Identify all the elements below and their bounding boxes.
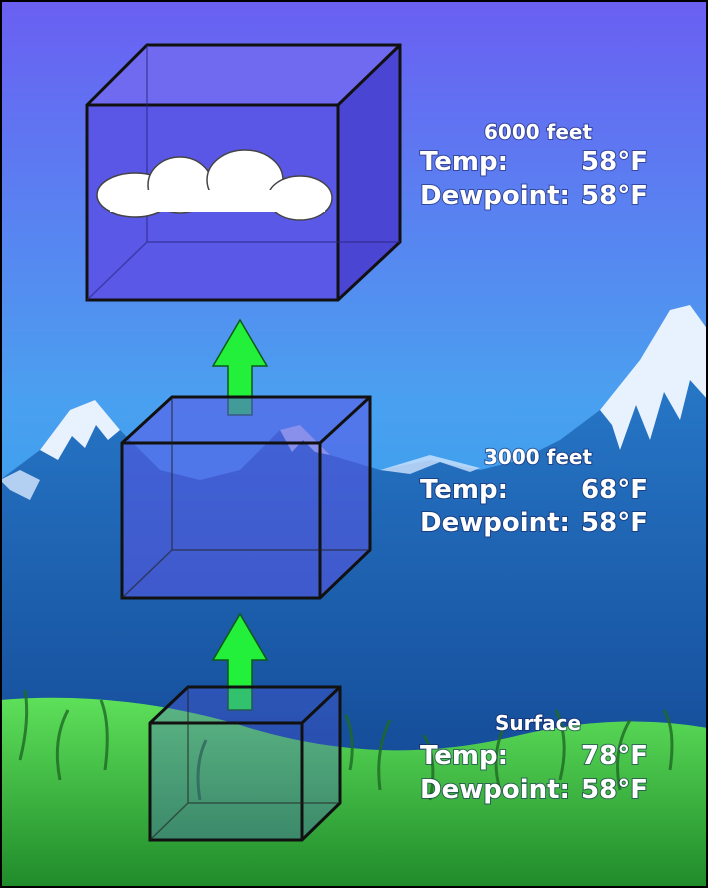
dewpoint-label: Dewpoint: [420, 775, 570, 805]
temp-label: Temp: [420, 741, 508, 771]
air-parcel-surface [148, 685, 342, 842]
temp-value: 58°F [581, 147, 648, 177]
dewpoint-value: 58°F [581, 775, 648, 805]
altitude-label: 3000 feet [484, 445, 592, 469]
air-parcel-3000ft [120, 395, 372, 600]
air-parcel-6000ft [85, 43, 402, 302]
altitude-label: 6000 feet [484, 120, 592, 144]
cloud-icon [96, 149, 333, 221]
dewpoint-value: 58°F [581, 181, 648, 211]
label-group-surface: Surface Temp: 78°F Dewpoint: 58°F [419, 710, 649, 806]
temp-label: Temp: [420, 475, 508, 505]
dewpoint-label: Dewpoint: [420, 508, 570, 538]
dewpoint-value: 58°F [581, 508, 648, 538]
temp-value: 78°F [581, 741, 648, 771]
altitude-label: Surface [495, 711, 581, 735]
temp-label: Temp: [420, 147, 508, 177]
temp-value: 68°F [581, 475, 648, 505]
up-arrow-icon [211, 318, 269, 416]
label-group-3000ft: 3000 feet Temp: 68°F Dewpoint: 58°F [419, 444, 649, 539]
up-arrow-icon [211, 612, 269, 711]
dewpoint-label: Dewpoint: [420, 181, 570, 211]
label-group-6000ft: 6000 feet Temp: 58°F Dewpoint: 58°F [419, 119, 649, 212]
